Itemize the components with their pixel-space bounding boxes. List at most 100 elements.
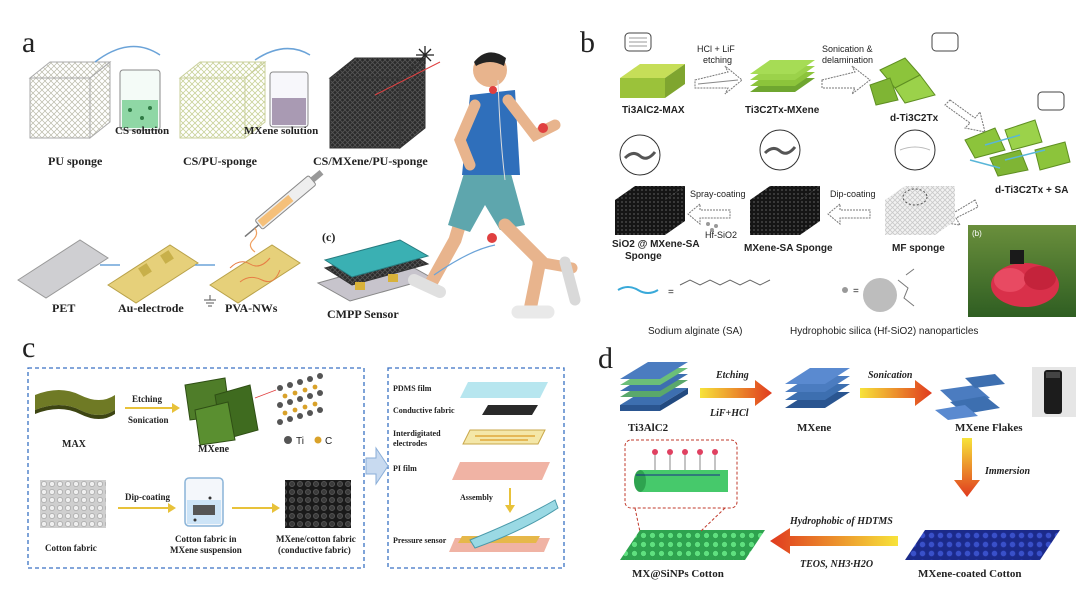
label-pet: PET — [52, 301, 75, 315]
mxene-stack — [750, 60, 815, 92]
label-mxene-cotton-d: MXene-coated Cotton — [918, 568, 1022, 580]
label-cotton-in-1: Cotton fabric in — [175, 534, 237, 544]
label-hf-sio2: Hf-SiO2 — [705, 230, 737, 240]
label-sio2-sponge-2: Sponge — [625, 251, 662, 262]
fiber-inset — [624, 439, 738, 533]
cotton-fabric-c — [40, 480, 106, 528]
d-ti-sa-network — [964, 91, 1071, 177]
label-photo-b: (b) — [972, 229, 982, 238]
legend-b: = Sodium alginate (SA) = Hydrophobic sil… — [617, 268, 978, 337]
label-pva-nws: PVA-NWs — [225, 301, 278, 315]
pet-film — [17, 239, 109, 299]
panel-b: b Ti3AlC2-MAX HCl + LiF etching Ti3C2Tx-… — [580, 26, 1076, 337]
label-mxene-d: MXene — [797, 422, 831, 434]
label-sonication-c: Sonication — [128, 415, 169, 425]
max-block — [620, 64, 685, 98]
label-ti3alc2: Ti3AlC2 — [628, 422, 669, 434]
cmpp-sensor — [316, 239, 434, 302]
flower-photo — [968, 225, 1076, 317]
label-dip-c: Dip-coating — [125, 492, 171, 502]
label-spray: Spray-coating — [690, 189, 746, 199]
label-etching-d: Etching — [715, 370, 749, 381]
label-delamination: delamination — [822, 55, 873, 65]
box-arrow-c — [365, 446, 389, 486]
atomic-lattice — [254, 373, 323, 425]
label-max-c: MAX — [62, 439, 87, 450]
label-dip-b: Dip-coating — [830, 189, 876, 199]
panel-a-letter: a — [22, 26, 35, 59]
label-mxene-b: Ti3C2Tx-MXene — [745, 105, 820, 116]
mx-sinps-cotton — [620, 530, 765, 560]
label-cs-pu-sponge: CS/PU-sponge — [183, 154, 258, 168]
label-pi-film: PI film — [393, 464, 417, 473]
label-interdigitated-1: Interdigitated — [393, 429, 441, 438]
label-sonication-d: Sonication — [868, 370, 913, 381]
label-d-ti-sa: d-Ti3C2Tx + SA — [995, 185, 1068, 196]
cs-mxene-pu-sponge-cube — [328, 46, 441, 150]
mxene-cotton-fabric — [285, 480, 351, 528]
cs-pu-sponge-cube — [178, 60, 267, 140]
d-ti3c2tx-flakes — [869, 57, 936, 106]
panel-b-letter: b — [580, 26, 595, 59]
mxene-suspension-beaker — [184, 477, 224, 527]
panel-c: c MAX Etching Sonication MXene — [22, 331, 565, 569]
sensor-layers — [449, 382, 559, 552]
label-sio2-sponge-1: SiO2 @ MXene-SA — [612, 239, 700, 250]
label-mx-cotton: MX@SiNPs Cotton — [632, 568, 724, 580]
ti-atom-icon — [284, 436, 292, 444]
label-etching-b: etching — [703, 55, 732, 65]
legend-sa: Sodium alginate (SA) — [648, 326, 743, 337]
label-pdms: PDMS film — [393, 384, 432, 393]
label-pu-sponge: PU sponge — [48, 154, 103, 168]
cs-beaker — [94, 45, 161, 131]
label-conductive-fabric: Conductive fabric — [393, 406, 455, 415]
label-au-electrode: Au-electrode — [118, 301, 184, 315]
arrow-etching — [694, 65, 743, 95]
mxene-flakes-d — [935, 374, 1005, 420]
max-slab-c — [35, 390, 115, 419]
label-lif: LiF+HCl — [709, 408, 749, 419]
label-d-ti: d-Ti3C2Tx — [890, 113, 939, 124]
sio2-mxene-sa-sponge — [615, 134, 685, 235]
label-teos: TEOS, NH3·H2O — [800, 559, 873, 570]
panel-c-letter: c — [22, 331, 35, 364]
panel-c-left-box — [27, 367, 365, 569]
mxene-sa-sponge — [750, 129, 820, 235]
panel-d: d Ti3AlC2 Etching LiF+HCl MXene Sonicati… — [598, 342, 1076, 580]
label-cotton: Cotton fabric — [45, 543, 97, 553]
label-mf-sponge: MF sponge — [892, 243, 945, 254]
flakes-inset-icon — [931, 32, 959, 52]
label-interdigitated-2: electrodes — [393, 439, 427, 448]
pva-nws-film — [195, 169, 324, 307]
mxene-coated-cotton — [905, 530, 1060, 560]
au-electrode — [100, 244, 199, 304]
mf-sponge — [885, 129, 955, 235]
label-immersion: Immersion — [984, 466, 1030, 477]
label-inset-c: (c) — [322, 230, 335, 244]
label-mxene-solution: MXene solution — [244, 125, 318, 137]
label-mxene-cotton-1: MXene/cotton fabric — [276, 534, 356, 544]
legend-silica: Hydrophobic silica (Hf-SiO2) nanoparticl… — [790, 326, 978, 337]
arrow-sonication — [821, 65, 871, 95]
label-hcl-lif: HCl + LiF — [697, 44, 735, 54]
mxene-flakes-c — [184, 377, 259, 446]
label-mxene-cotton-2: (conductive fabric) — [278, 545, 351, 555]
ti3alc2-block — [620, 362, 688, 411]
c-atom-icon — [314, 436, 322, 444]
pu-sponge-cube — [28, 60, 112, 140]
label-max: Ti3AlC2-MAX — [622, 105, 685, 116]
label-cs-solution: CS solution — [115, 125, 169, 137]
mxene-layers-d — [785, 368, 850, 408]
panel-d-letter: d — [598, 342, 613, 375]
label-mxene-c: MXene — [198, 444, 230, 455]
label-mxene-sa-sponge: MXene-SA Sponge — [744, 243, 833, 254]
label-cs-mxene-pu-sponge: CS/MXene/PU-sponge — [313, 154, 428, 168]
label-ti: Ti — [296, 436, 304, 447]
label-cotton-in-2: MXene suspension — [170, 545, 242, 555]
label-cmpp-sensor: CMPP Sensor — [327, 307, 399, 321]
mxene-beaker — [254, 47, 311, 128]
panel-c-right-box — [387, 367, 565, 569]
runner-illustration — [408, 52, 581, 319]
